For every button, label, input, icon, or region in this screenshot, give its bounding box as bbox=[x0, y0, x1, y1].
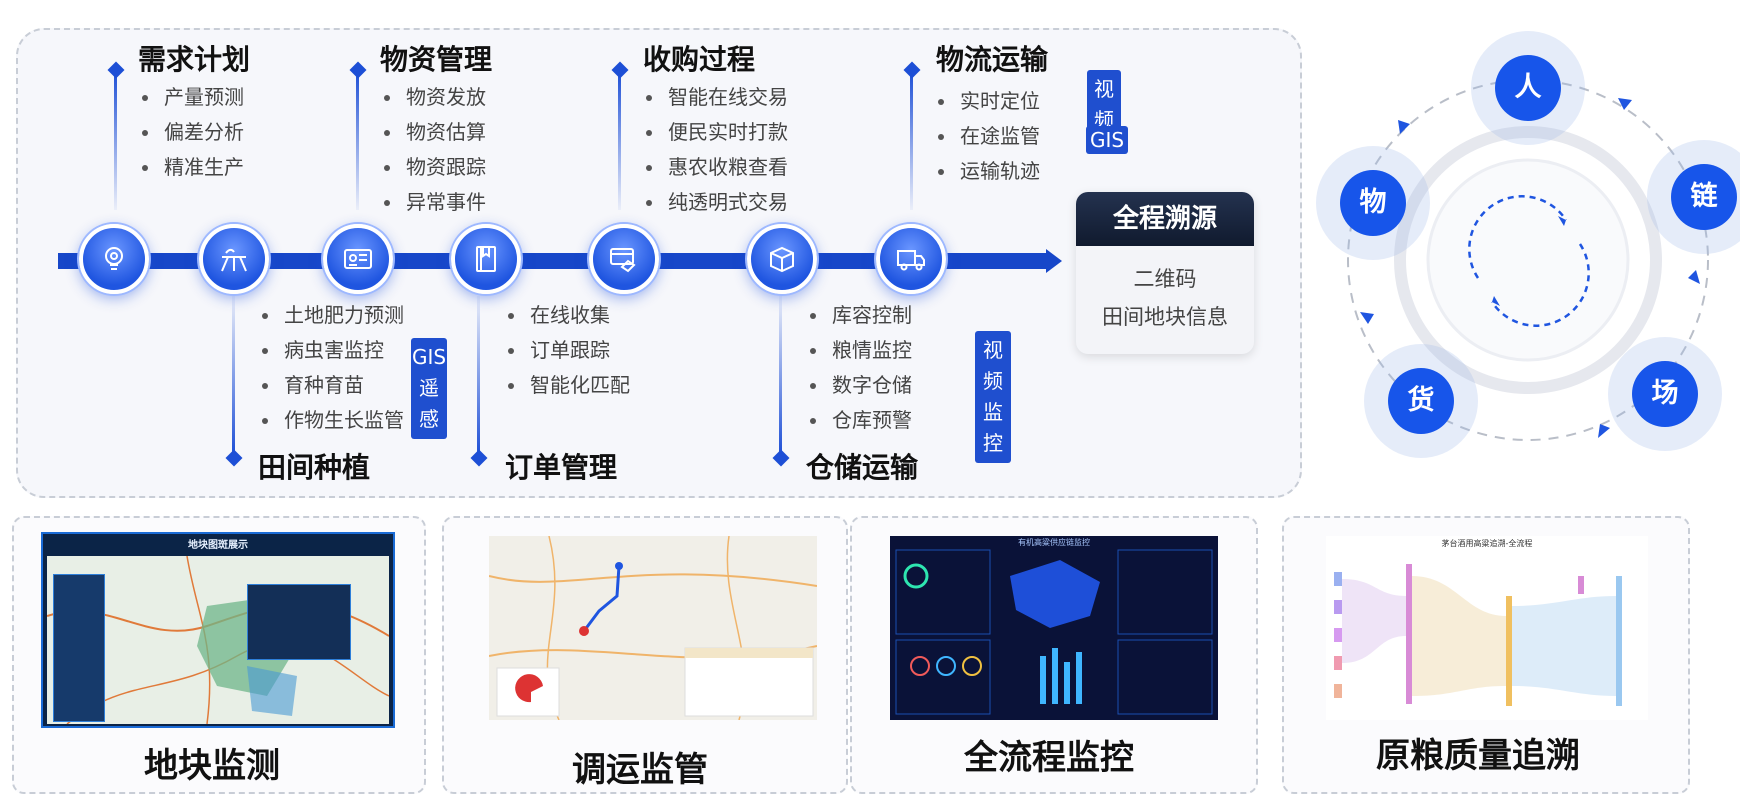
stage-list-supplies: 物资发放 物资估算 物资跟踪 异常事件 bbox=[380, 80, 486, 220]
stage-list-demand: 产量预测 偏差分析 精准生产 bbox=[138, 80, 244, 185]
stage-connector bbox=[356, 70, 359, 210]
gis-tag: GIS bbox=[1086, 126, 1129, 154]
land-map-screenshot: 地块图斑展示 bbox=[41, 532, 395, 728]
book-icon bbox=[451, 224, 521, 294]
card-grain-traceability[interactable]: 茅台酒用高粱追溯-全流程 原粮质量追溯 bbox=[1282, 516, 1690, 794]
list-item: 在线收集 bbox=[504, 298, 630, 333]
screen-title: 地块图斑展示 bbox=[188, 540, 248, 551]
stage-connector bbox=[232, 296, 235, 456]
list-item: 实时定位 bbox=[934, 84, 1040, 119]
stage-list-purchase: 智能在线交易 便民实时打款 惠农收粮查看 纯透明式交易 bbox=[642, 80, 788, 220]
sankey-screenshot: 茅台酒用高粱追溯-全流程 bbox=[1326, 536, 1648, 720]
list-item: 便民实时打款 bbox=[642, 115, 788, 150]
list-item: 数字仓储 bbox=[806, 368, 912, 403]
cycle-rings bbox=[1347, 79, 1709, 441]
stage-connector bbox=[910, 70, 913, 210]
list-item: 订单跟踪 bbox=[504, 333, 630, 368]
lightbulb-gear-icon bbox=[79, 224, 149, 294]
list-item: 物资估算 bbox=[380, 115, 486, 150]
stats-panel bbox=[53, 574, 105, 722]
list-item: 偏差分析 bbox=[138, 115, 244, 150]
card-dispatch-supervision[interactable]: 调运监管 bbox=[442, 516, 848, 794]
list-item: 在途监管 bbox=[934, 119, 1040, 154]
stage-list-orders: 在线收集 订单跟踪 智能化匹配 bbox=[504, 298, 630, 403]
stage-title-orders: 订单管理 bbox=[505, 451, 618, 484]
card-label: 原粮质量追溯 bbox=[1376, 736, 1580, 776]
stage-title-supplies: 物资管理 bbox=[380, 43, 493, 76]
list-item: 精准生产 bbox=[138, 150, 244, 185]
list-item: 作物生长监管 bbox=[258, 403, 404, 438]
stage-title-purchase: 收购过程 bbox=[643, 43, 756, 76]
list-item: 物资发放 bbox=[380, 80, 486, 115]
card-full-process-monitoring[interactable]: 有机高粱供应链监控 全流程监控 bbox=[850, 516, 1258, 794]
stage-connector bbox=[779, 296, 782, 456]
list-item: 产量预测 bbox=[138, 80, 244, 115]
trace-line: 二维码 bbox=[1133, 267, 1197, 291]
id-card-icon bbox=[323, 224, 393, 294]
stage-title-logistics: 物流运输 bbox=[936, 43, 1049, 76]
stage-title-demand: 需求计划 bbox=[138, 43, 251, 76]
video-monitor-tag: 视 频 监 控 bbox=[975, 331, 1011, 463]
truck-icon bbox=[876, 224, 946, 294]
cycle-node-chain: 链 bbox=[1671, 164, 1737, 230]
stage-connector bbox=[114, 70, 117, 210]
field-road-icon bbox=[199, 224, 269, 294]
list-item: 土地肥力预测 bbox=[258, 298, 404, 333]
cycle-node-people: 人 bbox=[1495, 55, 1561, 121]
route-map-screenshot bbox=[489, 536, 817, 720]
list-item: 物资跟踪 bbox=[380, 150, 486, 185]
card-label: 调运监管 bbox=[572, 750, 708, 790]
card-label: 全流程监控 bbox=[964, 738, 1134, 778]
list-item: 库容控制 bbox=[806, 298, 912, 333]
info-popup bbox=[247, 584, 351, 660]
stage-title-planting: 田间种植 bbox=[258, 451, 371, 484]
stage-connector bbox=[477, 296, 480, 456]
trace-line: 田间地块信息 bbox=[1102, 305, 1228, 329]
stage-title-storage: 仓储运输 bbox=[806, 451, 919, 484]
screen-title: 有机高粱供应链监控 bbox=[1018, 538, 1090, 547]
box-icon bbox=[747, 224, 817, 294]
screen-title: 茅台酒用高粱追溯-全流程 bbox=[1441, 539, 1533, 548]
list-item: 纯透明式交易 bbox=[642, 185, 788, 220]
trace-card: 全程溯源 二维码 田间地块信息 bbox=[1076, 192, 1254, 354]
list-item: 粮情监控 bbox=[806, 333, 912, 368]
stage-list-logistics: 实时定位 在途监管 运输轨迹 bbox=[934, 84, 1040, 189]
cycle-node-material: 物 bbox=[1340, 170, 1406, 236]
list-item: 智能化匹配 bbox=[504, 368, 630, 403]
stage-list-planting: 土地肥力预测 病虫害监控 育种育苗 作物生长监管 bbox=[258, 298, 404, 438]
card-land-monitoring[interactable]: 地块图斑展示 地块监测 bbox=[12, 516, 426, 794]
list-item: 异常事件 bbox=[380, 185, 486, 220]
list-item: 智能在线交易 bbox=[642, 80, 788, 115]
cycle-node-goods: 货 bbox=[1388, 368, 1454, 434]
gis-remote-sensing-tag: GIS 遥 感 bbox=[411, 338, 447, 439]
dashboard-screenshot: 有机高粱供应链监控 bbox=[890, 536, 1218, 720]
cycle-diagram: 人 链 场 货 物 bbox=[1328, 48, 1737, 458]
list-item: 仓库预警 bbox=[806, 403, 912, 438]
cycle-node-site: 场 bbox=[1632, 361, 1698, 427]
process-track-arrow bbox=[1046, 249, 1062, 273]
stage-list-storage: 库容控制 粮情监控 数字仓储 仓库预警 bbox=[806, 298, 912, 438]
trace-title: 全程溯源 bbox=[1076, 192, 1254, 246]
list-item: 运输轨迹 bbox=[934, 154, 1040, 189]
list-item: 病虫害监控 bbox=[258, 333, 404, 368]
card-label: 地块监测 bbox=[144, 746, 280, 786]
list-item: 育种育苗 bbox=[258, 368, 404, 403]
payment-card-icon bbox=[589, 224, 659, 294]
stage-connector bbox=[618, 70, 621, 210]
list-item: 惠农收粮查看 bbox=[642, 150, 788, 185]
